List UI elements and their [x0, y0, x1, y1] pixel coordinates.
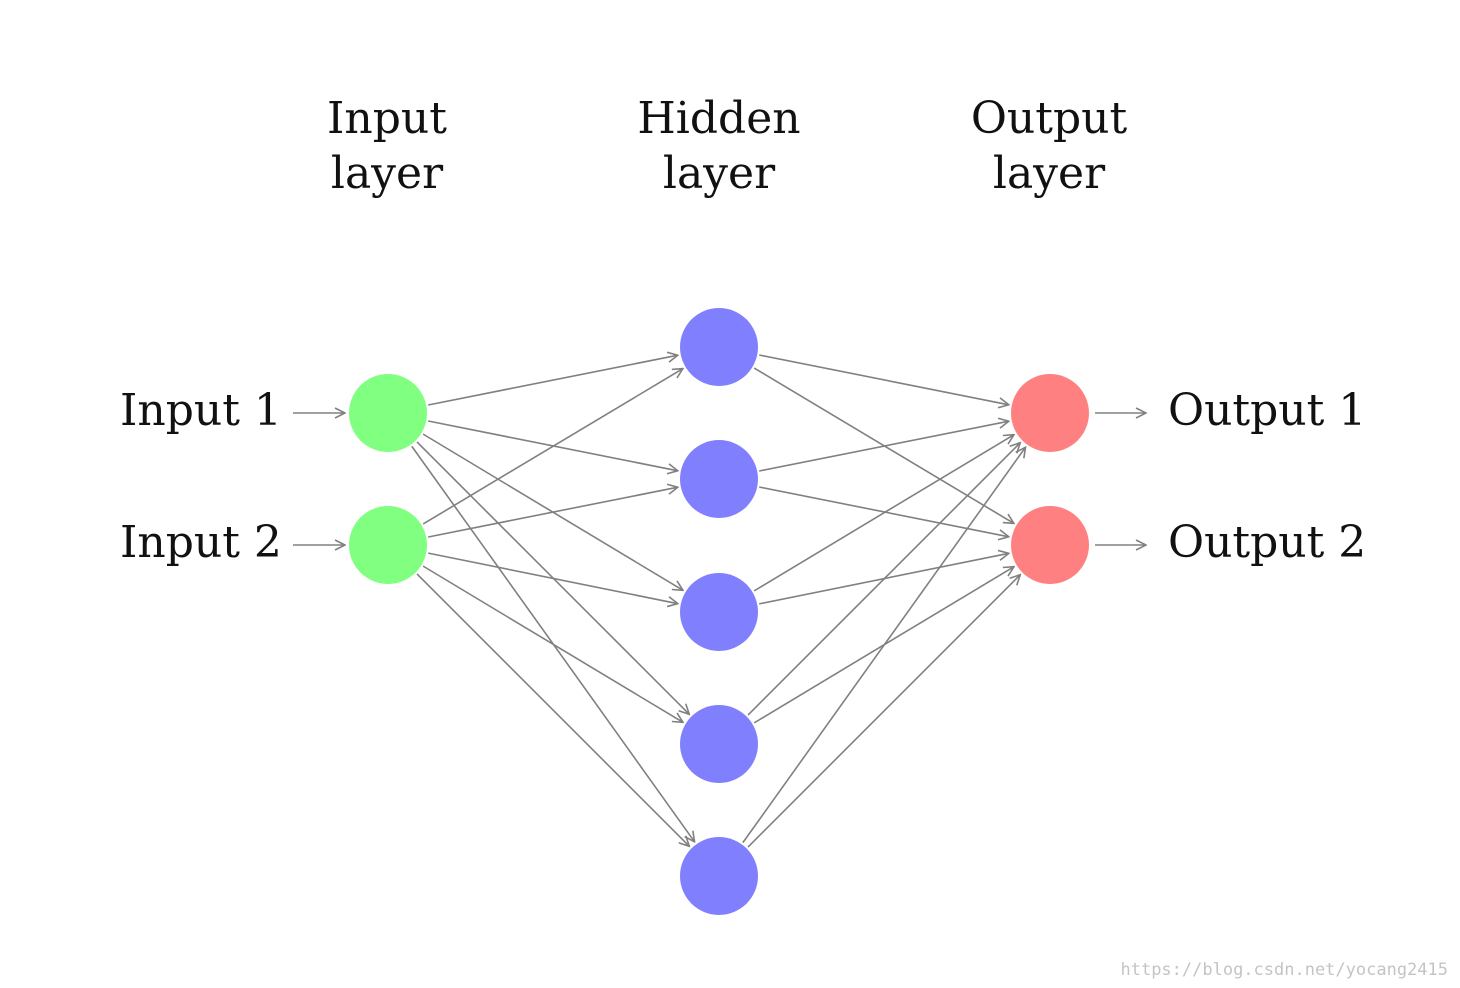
- layer-title-input: Input layer: [327, 93, 447, 199]
- edge-input-2-to-hidden-4: [422, 565, 683, 722]
- layer-title-input-line1: Input: [327, 93, 447, 144]
- edge-hidden-2-to-output-1: [759, 421, 1009, 472]
- input-label-1: Input 1: [120, 385, 282, 436]
- layer-title-hidden: Hidden layer: [637, 93, 800, 199]
- edge-input-2-to-hidden-2: [428, 487, 678, 538]
- network-nodes: [349, 308, 1089, 915]
- edge-input-1-to-hidden-1: [428, 355, 678, 406]
- connection-edges: [293, 354, 1146, 848]
- input-node-1: [349, 374, 427, 452]
- watermark-text: https://blog.csdn.net/yocang2415: [1120, 960, 1448, 980]
- layer-title-output-line2: layer: [993, 148, 1106, 199]
- input-node-2: [349, 506, 427, 584]
- edge-input-2-to-hidden-5: [416, 573, 689, 846]
- edge-hidden-3-to-output-1: [753, 435, 1014, 592]
- edge-input-2-to-hidden-1: [422, 369, 683, 525]
- hidden-node-2: [680, 440, 758, 518]
- input-label-2: Input 2: [120, 517, 282, 568]
- layer-title-input-line2: layer: [331, 148, 444, 199]
- edge-hidden-5-to-output-1: [742, 447, 1026, 844]
- output-label-1: Output 1: [1168, 385, 1366, 436]
- hidden-node-3: [680, 573, 758, 651]
- edge-hidden-5-to-output-2: [747, 575, 1020, 848]
- hidden-node-4: [680, 705, 758, 783]
- output-node-2: [1011, 506, 1089, 584]
- edge-hidden-1-to-output-1: [759, 354, 1009, 405]
- output-node-1: [1011, 374, 1089, 452]
- edge-hidden-4-to-output-1: [747, 443, 1020, 716]
- output-label-2: Output 2: [1168, 517, 1366, 568]
- edge-input-2-to-hidden-3: [428, 552, 678, 604]
- hidden-node-5: [680, 837, 758, 915]
- layer-title-output: Output layer: [971, 93, 1128, 199]
- hidden-node-1: [680, 308, 758, 386]
- layer-title-hidden-line1: Hidden: [637, 93, 800, 144]
- layer-title-output-line1: Output: [971, 93, 1128, 144]
- layer-title-hidden-line2: layer: [663, 148, 776, 199]
